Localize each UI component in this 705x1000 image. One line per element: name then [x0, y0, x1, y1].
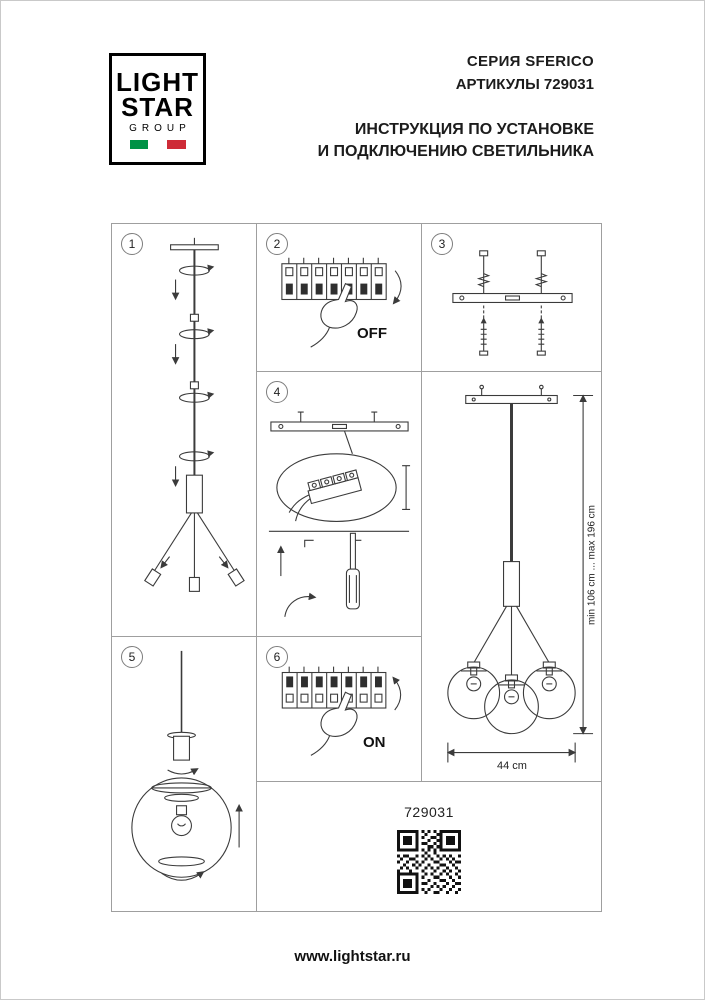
panel-step-3: 3: [421, 223, 602, 372]
panel-step-6: 6: [256, 636, 422, 782]
wiring-detail-diagram: [268, 411, 411, 617]
glass-sphere-diagram: [131, 650, 243, 881]
qr-code: [397, 830, 461, 894]
off-label: OFF: [357, 325, 387, 342]
instruction-grid: 1: [111, 223, 602, 912]
footer-site: www.lightstar.ru: [294, 948, 411, 965]
logo-line-1: LIGHT: [116, 66, 199, 97]
height-dimension-label: min 106 cm ... max 196 cm: [586, 504, 598, 626]
italian-flag-icon: [129, 139, 186, 149]
panel-article-qr: 729031: [256, 781, 602, 912]
step-number-1: 1: [121, 233, 143, 255]
step-number-5: 5: [121, 646, 143, 668]
article-title: АРТИКУЛЫ 729031: [455, 76, 594, 93]
width-dimension-label: 44 cm: [497, 760, 527, 772]
step-number-6: 6: [266, 646, 288, 668]
panel-step-4: 4: [256, 371, 422, 637]
logo-group-text: GROUP: [129, 122, 191, 134]
breaker-off-diagram: [281, 257, 402, 348]
lightstar-logo: LIGHT STAR GROUP: [109, 53, 206, 165]
series-title: СЕРИЯ SFERICO: [466, 53, 594, 70]
mounting-bar-diagram: [452, 250, 573, 356]
instruction-line-1: ИНСТРУКЦИЯ ПО УСТАНОВКЕ: [354, 121, 594, 138]
suspension-assembly-diagram: [144, 237, 245, 592]
panel-assembled-fixture: min 106 cm ... max 196 cm 44 cm: [421, 371, 602, 782]
assembled-fixture-diagram: [446, 384, 594, 763]
panel-step-5: 5: [111, 636, 257, 912]
step-number-4: 4: [266, 381, 288, 403]
logo-line-2: STAR: [121, 91, 194, 122]
article-number: 729031: [404, 804, 454, 820]
step-number-3: 3: [431, 233, 453, 255]
instruction-title: ИНСТРУКЦИЯ ПО УСТАНОВКЕ И ПОДКЛЮЧЕНИЮ СВ…: [318, 119, 594, 163]
breaker-on-diagram: [281, 666, 402, 756]
panel-step-2: 2: [256, 223, 422, 372]
on-label: ON: [363, 734, 386, 751]
panel-step-1: 1: [111, 223, 257, 637]
instruction-line-2: И ПОДКЛЮЧЕНИЮ СВЕТИЛЬНИКА: [317, 143, 594, 160]
header: СЕРИЯ SFERICO АРТИКУЛЫ 729031 ИНСТРУКЦИЯ…: [318, 53, 594, 163]
step-number-2: 2: [266, 233, 288, 255]
